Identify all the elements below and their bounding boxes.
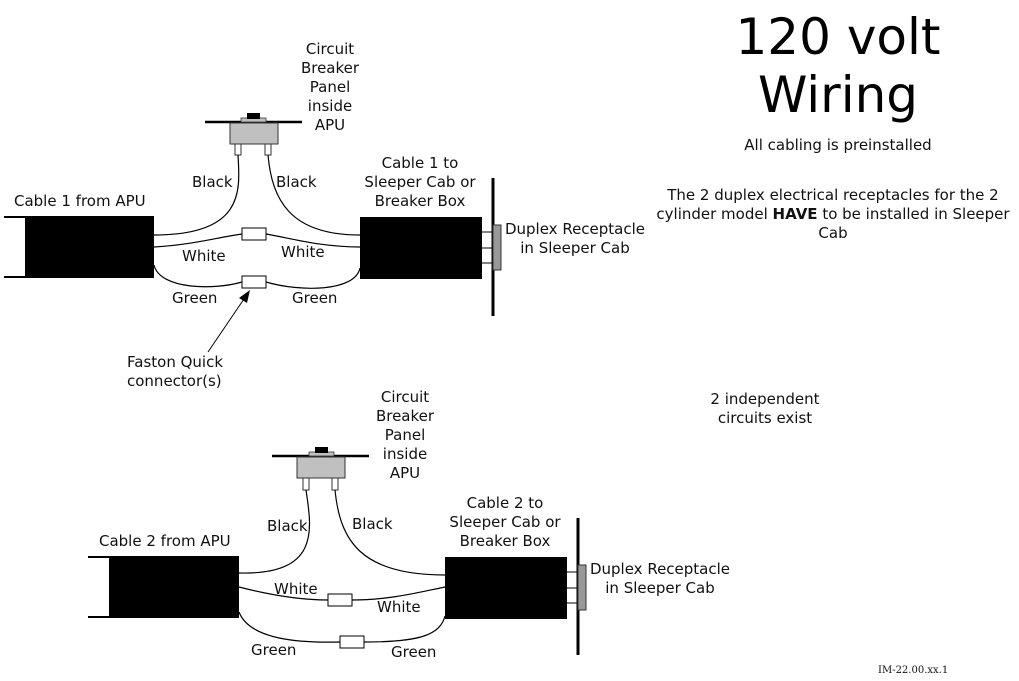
dest-cable-1-line: Breaker Box	[374, 192, 466, 210]
black-wire-2-right	[334, 489, 446, 576]
receptacle-1-line: Duplex Receptacle	[504, 220, 646, 238]
receptacle-2-line: Duplex Receptacle	[589, 560, 731, 578]
black-wire-1-right	[267, 154, 361, 236]
independent-note-line-1: 2 independent	[710, 390, 820, 408]
receptacle-1-line: in Sleeper Cab	[520, 239, 630, 257]
white-wire-1-left-label: White	[182, 247, 226, 265]
black-wire-1-right-label: Black	[276, 173, 317, 191]
title-line-1: 120 volt	[735, 8, 941, 66]
note-text-after: to be installed in Sleeper Cab	[817, 205, 1010, 242]
diagram-title: 120 volt Wiring	[700, 8, 976, 124]
independent-circuits-note: 2 independent circuits exist	[690, 390, 840, 428]
breaker-1	[205, 113, 302, 156]
breaker-label-2-line: Breaker	[375, 407, 435, 425]
dest-cable-1	[360, 217, 482, 279]
breaker-label-2-line: APU	[389, 464, 421, 482]
white-wire-2-right-label: White	[377, 598, 421, 616]
faston-connector-label: Faston Quick connector(s)	[127, 353, 223, 391]
black-wire-2-right-label: Black	[352, 515, 393, 533]
dest-cable-2-label: Cable 2 to Sleeper Cab or Breaker Box	[440, 494, 570, 551]
faston-label-line: Faston Quick	[127, 353, 224, 371]
green-wire-2-left-label: Green	[251, 641, 297, 659]
receptacle-1-label: Duplex Receptacle in Sleeper Cab	[500, 220, 650, 258]
dest-cable-2-line: Cable 2 to	[466, 494, 544, 512]
breaker-label-2-line: inside	[382, 445, 428, 463]
black-wire-1-left-label: Black	[192, 173, 233, 191]
faston-connector-white-1	[241, 227, 267, 241]
white-wire-2-left	[238, 586, 329, 601]
connector-callout-arrow	[207, 290, 250, 353]
white-wire-2-right	[351, 586, 446, 601]
dest-cable-2	[445, 557, 567, 619]
subtitle: All cabling is preinstalled	[744, 136, 932, 154]
black-wire-2-left-label: Black	[267, 517, 308, 535]
dest-cable-1-label: Cable 1 to Sleeper Cab or Breaker Box	[355, 154, 485, 211]
circuit-1	[4, 113, 502, 353]
green-wire-1-right-label: Green	[292, 289, 338, 307]
title-line-2: Wiring	[757, 66, 919, 124]
source-cable-2-label: Cable 2 from APU	[99, 532, 231, 550]
green-wire-2-left	[238, 611, 341, 643]
breaker-label-1-line: Circuit	[305, 40, 355, 58]
dest-cable-1-line: Cable 1 to	[381, 154, 459, 172]
faston-connector-green-2	[339, 635, 365, 649]
circuit-2	[88, 447, 587, 655]
source-cable-2	[88, 556, 239, 618]
source-cable-1-label: Cable 1 from APU	[14, 192, 146, 210]
breaker-label-1-line: Breaker	[300, 59, 360, 77]
source-cable-1	[4, 216, 154, 278]
note-emphasis: HAVE	[772, 205, 818, 223]
dest-cable-2-line: Sleeper Cab or	[449, 513, 561, 531]
dest-cable-2-line: Breaker Box	[459, 532, 551, 550]
independent-note-line-2: circuits exist	[717, 409, 813, 427]
breaker-label-1-line: Panel	[309, 78, 351, 96]
faston-connector-green-1	[241, 275, 267, 289]
green-wire-2-right	[363, 615, 446, 643]
receptacle-note: The 2 duplex electrical receptacles for …	[650, 186, 1016, 243]
breaker-label-2-line: Panel	[384, 426, 426, 444]
faston-connector-white-2	[327, 593, 353, 607]
white-wire-1-left	[153, 233, 243, 248]
breaker-label-1-line: APU	[314, 116, 346, 134]
faston-label-line: connector(s)	[127, 372, 222, 390]
breaker-label-1: Circuit Breaker Panel inside APU	[290, 40, 370, 135]
green-wire-1-right	[265, 267, 361, 289]
note-text-before: The 2 duplex electrical receptacles for …	[656, 186, 999, 223]
white-wire-1-right	[265, 233, 361, 248]
green-wire-1-left	[153, 264, 243, 288]
green-wire-2-right-label: Green	[391, 643, 437, 661]
green-wire-1-left-label: Green	[172, 289, 218, 307]
breaker-label-2-line: Circuit	[380, 388, 430, 406]
breaker-2	[272, 447, 369, 491]
receptacle-2-label: Duplex Receptacle in Sleeper Cab	[585, 560, 735, 598]
breaker-label-2: Circuit Breaker Panel inside APU	[365, 388, 445, 483]
breaker-label-1-line: inside	[307, 97, 353, 115]
receptacle-2-line: in Sleeper Cab	[605, 579, 715, 597]
white-wire-1-right-label: White	[281, 243, 325, 261]
black-wire-1-left	[153, 154, 240, 236]
dest-cable-1-line: Sleeper Cab or	[364, 173, 476, 191]
document-code: IM-22.00.xx.1	[878, 665, 949, 676]
black-wire-2-left	[238, 489, 311, 574]
white-wire-2-left-label: White	[274, 580, 318, 598]
receptacle-2	[567, 564, 587, 611]
receptacle-1	[482, 224, 502, 271]
